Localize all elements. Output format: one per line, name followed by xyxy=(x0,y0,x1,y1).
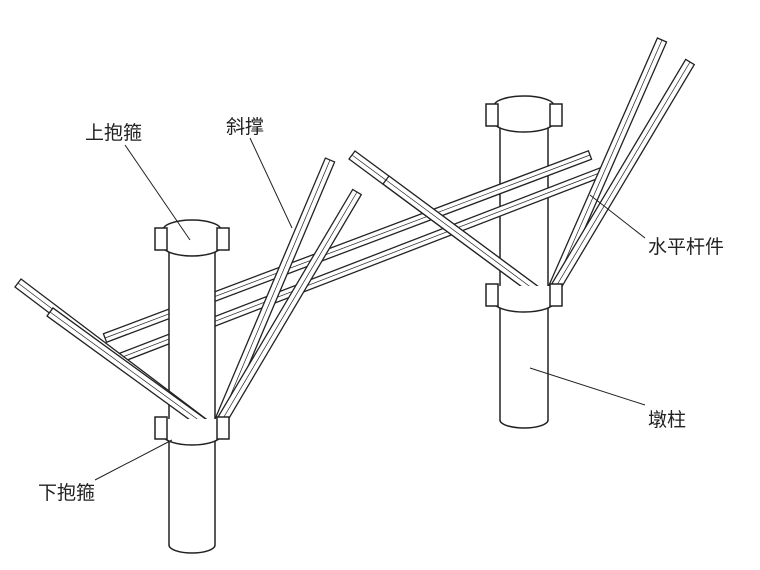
left-upper-hoop xyxy=(162,230,222,257)
left-pier-column-base xyxy=(168,544,216,554)
label-pier-column: 墩柱 xyxy=(648,409,687,431)
left-diagonal-brace-edge xyxy=(214,191,358,433)
left-cross-arm-edge xyxy=(49,311,216,433)
leader-diagonal-brace xyxy=(249,137,293,229)
label-horizontal-member: 水平杆件 xyxy=(648,236,725,258)
right-upper-hoop-lug xyxy=(549,103,563,127)
right-lower-hoop-lug xyxy=(549,283,563,307)
label-diagonal-brace: 斜撑 xyxy=(226,116,265,138)
left-pier-column xyxy=(169,232,215,545)
right-pier-column-base xyxy=(499,419,549,429)
leader-horizontal-member xyxy=(589,194,646,239)
left-lower-hoop xyxy=(162,419,222,446)
leader-lower-hoop xyxy=(94,439,173,481)
label-upper-hoop: 上抱箍 xyxy=(85,122,143,144)
left-diagonal-brace-edge xyxy=(214,159,331,433)
label-lower-hoop: 下抱箍 xyxy=(38,482,96,504)
left-upper-hoop-lug xyxy=(154,227,168,251)
leader-upper-hoop xyxy=(124,144,191,241)
right-diagonal-brace-edge xyxy=(547,39,663,301)
left-upper-hoop-lug xyxy=(216,227,230,251)
left-lower-hoop-lug xyxy=(216,416,230,440)
right-lower-hoop xyxy=(493,286,555,313)
leader-pier-column xyxy=(529,367,646,406)
right-upper-hoop xyxy=(493,106,555,133)
right-lower-hoop-lug xyxy=(485,283,499,307)
left-lower-hoop-lug xyxy=(154,416,168,440)
right-cross-arm-edge xyxy=(385,179,549,301)
right-upper-hoop-lug xyxy=(485,103,499,127)
right-diagonal-brace-edge xyxy=(547,61,691,301)
